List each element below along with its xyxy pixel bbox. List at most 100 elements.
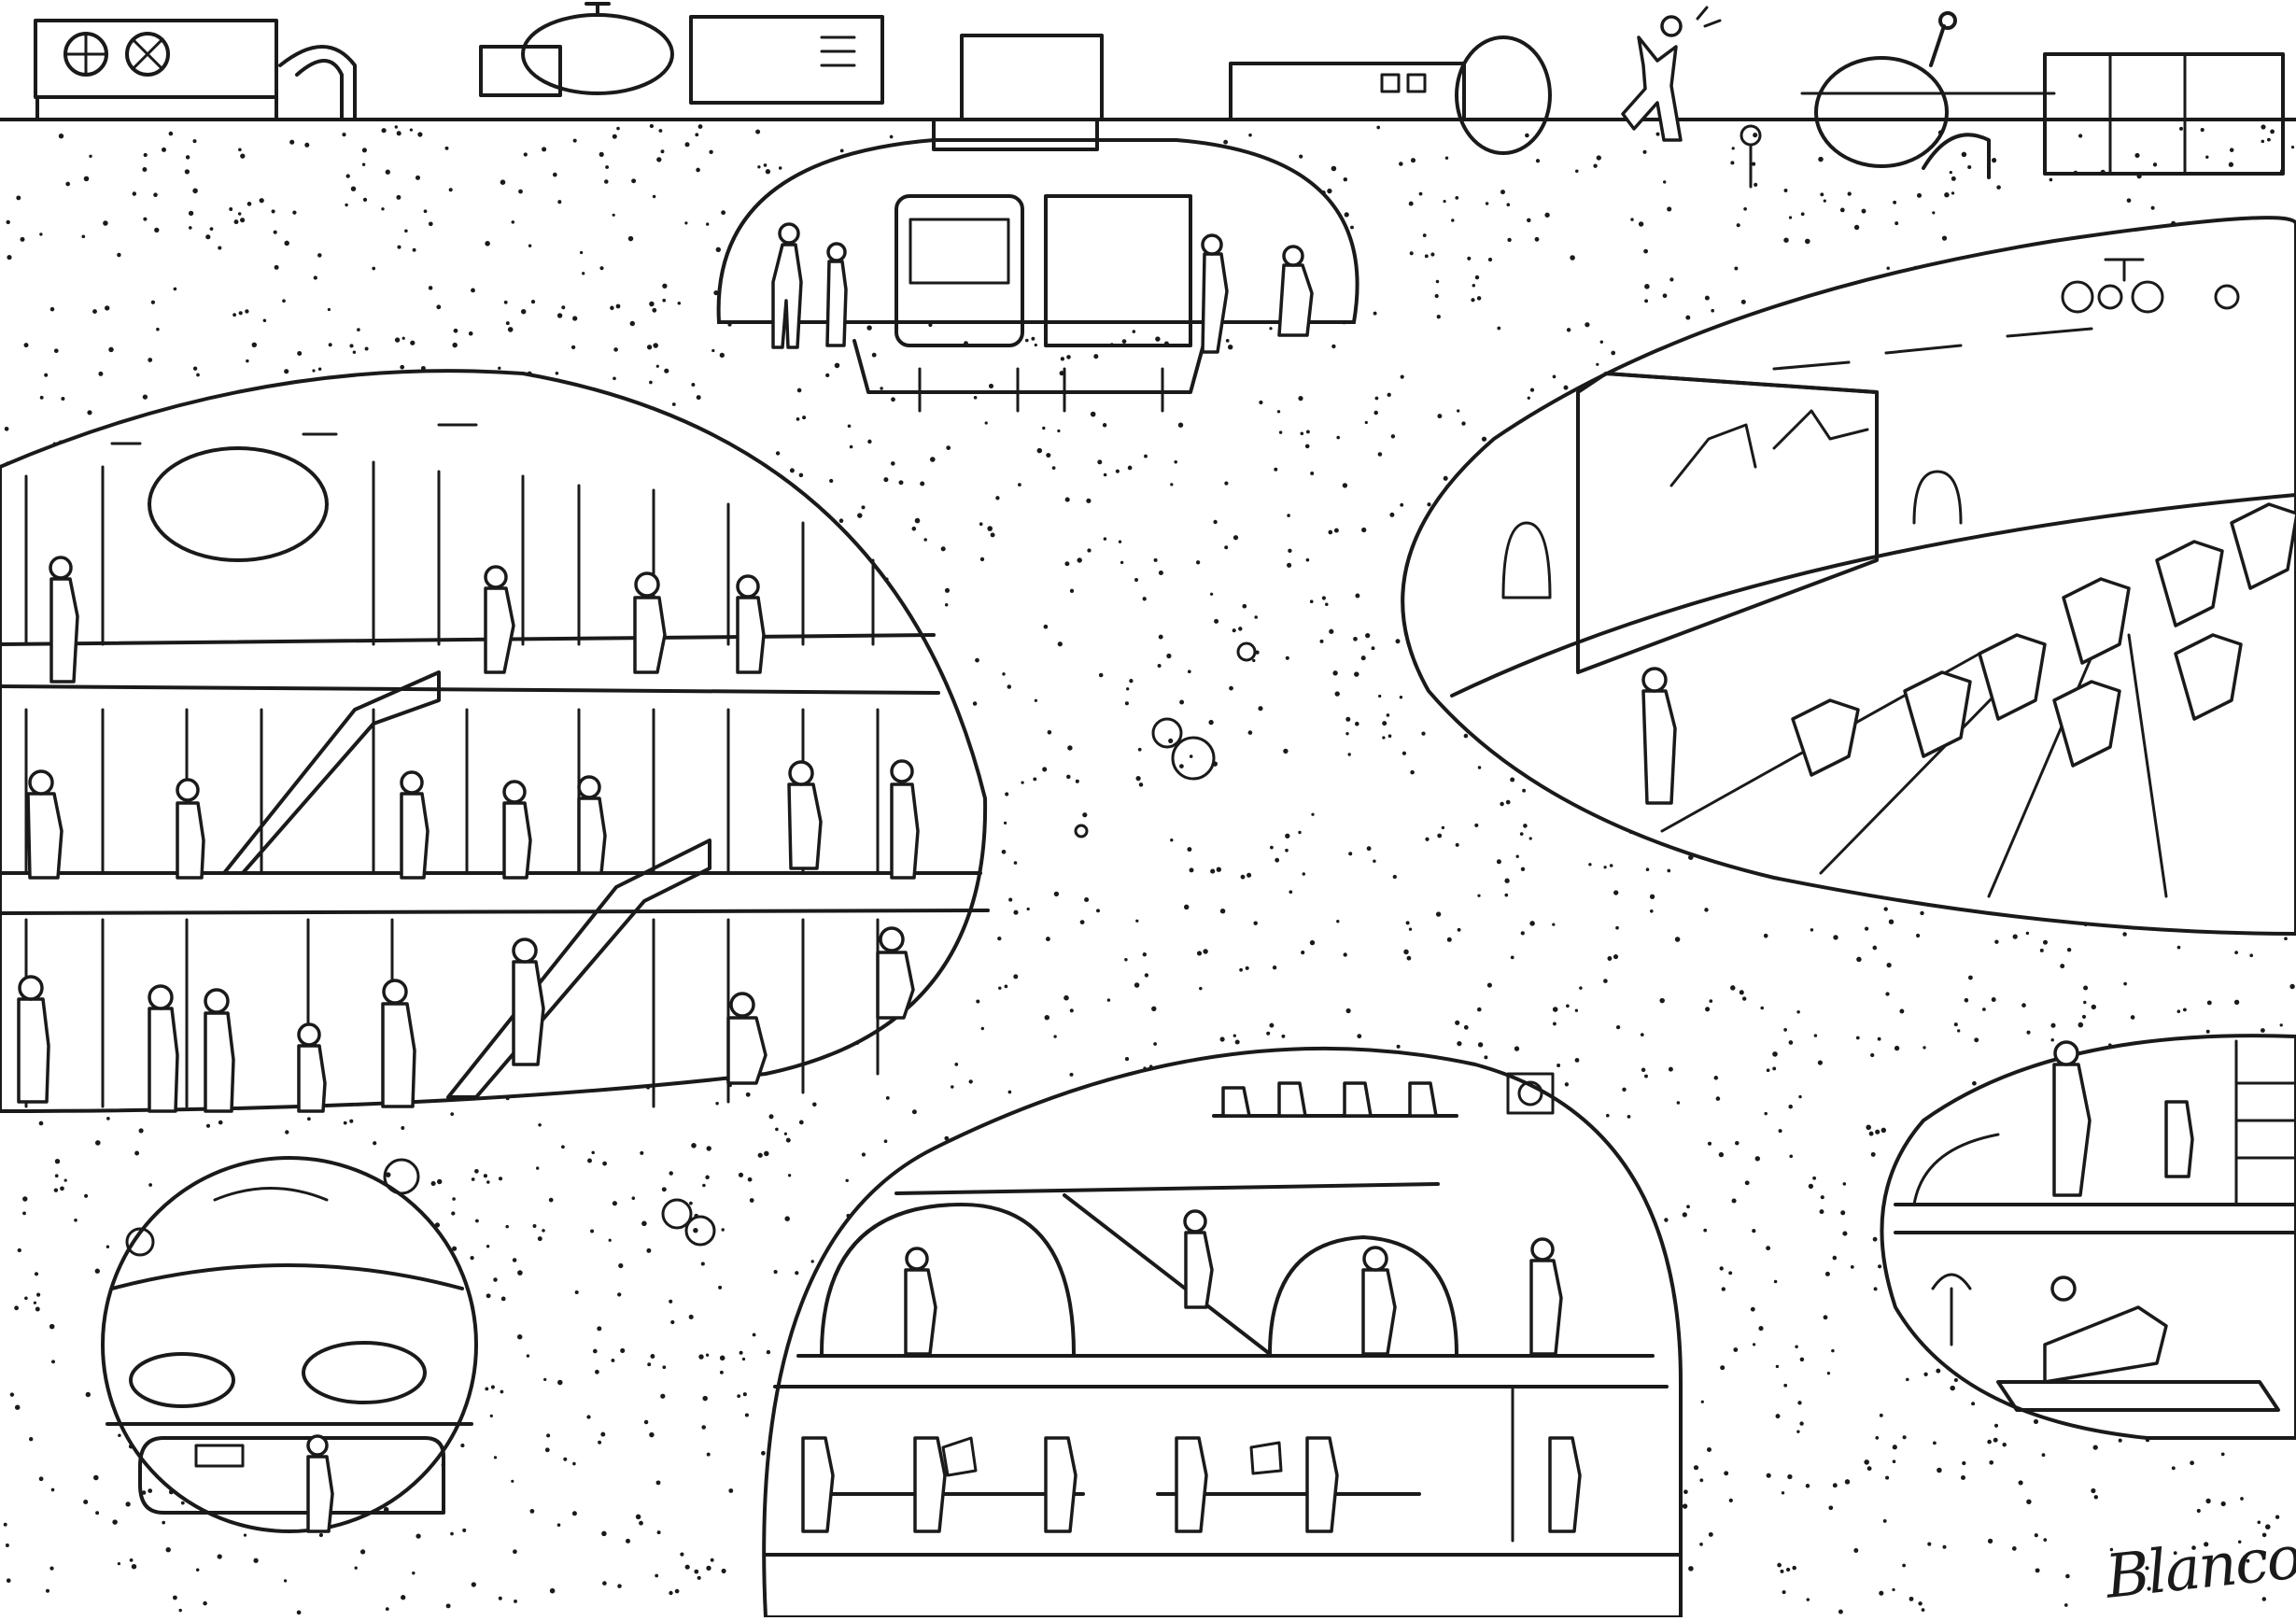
soil-dot: [1972, 1080, 1977, 1086]
soil-dot: [655, 364, 659, 368]
soil-dot: [671, 402, 676, 406]
soil-dot: [1210, 868, 1216, 874]
soil-dot: [1455, 1020, 1460, 1025]
soil-dot: [652, 194, 656, 199]
soil-dot: [2043, 1538, 2048, 1542]
soil-dot: [2026, 1499, 2032, 1505]
soil-dot: [1763, 933, 1768, 938]
soil-dot: [1842, 1182, 1847, 1186]
soil-dot: [1399, 696, 1403, 699]
soil-dot: [1534, 236, 1540, 242]
soil-dot: [1013, 861, 1018, 865]
soil-dot: [2233, 999, 2240, 1005]
soil-dot: [1354, 671, 1359, 677]
soil-dot: [649, 1431, 655, 1438]
soil-dot: [1053, 1035, 1057, 1038]
soil-dot: [2266, 137, 2271, 142]
soil-dot: [46, 1588, 49, 1593]
soil-dot: [976, 999, 980, 1004]
soil-dot: [627, 235, 634, 242]
soil-dot: [1968, 975, 1973, 980]
soil-dot: [1961, 151, 1967, 158]
residence-pod: [1880, 1034, 2296, 1440]
soil-dot: [1390, 434, 1396, 439]
soil-dot: [1057, 429, 1061, 433]
soil-dot: [891, 397, 895, 402]
soil-dot: [656, 1530, 661, 1535]
soil-dot: [1373, 859, 1376, 864]
soil-dot: [798, 472, 804, 478]
soil-dot: [452, 1246, 458, 1251]
soil-dot: [95, 1511, 100, 1515]
soil-dot: [1004, 984, 1008, 989]
soil-dot: [289, 139, 295, 145]
soil-dot: [1437, 833, 1443, 839]
soil-dot: [1434, 293, 1439, 299]
soil-dot: [1170, 483, 1174, 486]
soil-dot: [1782, 1590, 1786, 1595]
soil-dot: [1219, 908, 1226, 914]
soil-dot: [718, 1285, 723, 1290]
soil-dot: [1036, 447, 1043, 454]
soil-dot: [1842, 1231, 1848, 1236]
soil-dot: [444, 146, 449, 150]
soil-dot: [1888, 919, 1895, 924]
soil-dot: [1216, 867, 1221, 872]
soil-dot: [1077, 557, 1082, 563]
soil-dot: [605, 165, 610, 169]
soil-dot: [1961, 1475, 1965, 1480]
soil-dot: [1003, 821, 1007, 825]
soil-dot: [1788, 216, 1793, 219]
soil-dot: [98, 371, 104, 376]
soil-dot: [1743, 206, 1747, 211]
soil-dot: [1252, 658, 1256, 663]
soil-dot: [1328, 529, 1333, 535]
soil-dot: [980, 1026, 984, 1031]
soil-dot: [1775, 1364, 1780, 1369]
soil-dot: [129, 1558, 134, 1562]
soil-dot: [1342, 483, 1348, 488]
soil-dot: [246, 359, 249, 363]
soil-dot: [696, 167, 700, 173]
soil-dot: [134, 1150, 140, 1156]
soil-dot: [1613, 954, 1619, 960]
soil-dot: [2091, 1487, 2096, 1494]
soil-dot: [1599, 340, 1604, 344]
soil-dot: [1481, 436, 1487, 442]
soil-dot: [766, 1349, 771, 1355]
soil-dot: [1525, 133, 1529, 138]
soil-dot: [1345, 1008, 1351, 1014]
soil-dot: [313, 275, 317, 280]
soil-dot: [1627, 1115, 1631, 1119]
soil-dot: [1382, 736, 1386, 740]
soil-dot: [180, 1501, 185, 1505]
soil-dot: [1127, 465, 1133, 471]
mall-person: [502, 801, 532, 880]
soil-dot: [1189, 754, 1193, 758]
soil-dot: [923, 538, 927, 542]
soil-dot: [1993, 1423, 1999, 1428]
soil-dot: [1574, 1057, 1580, 1063]
soil-dot: [1754, 182, 1758, 187]
surface-capsule: [1814, 56, 1949, 168]
soil-dot: [1365, 632, 1371, 639]
soil-dot: [1285, 655, 1289, 660]
soil-dot: [1645, 867, 1650, 871]
soil-dot: [1132, 330, 1136, 333]
soil-dot: [1740, 299, 1746, 304]
soil-dot: [232, 313, 237, 317]
soil-dot: [1693, 1465, 1699, 1471]
soil-dot: [2260, 1028, 2265, 1033]
soil-dot: [1885, 992, 1890, 996]
soil-dot: [1005, 792, 1009, 796]
soil-dot: [600, 1431, 606, 1437]
soil-dot: [1477, 766, 1482, 769]
soil-dot: [409, 128, 414, 132]
soil-dot: [150, 300, 156, 304]
theatre-audience: [2230, 502, 2296, 590]
soil-dot: [2043, 939, 2048, 945]
soil-dot: [747, 1177, 753, 1182]
soil-dot: [2012, 934, 2018, 939]
soil-dot: [1847, 191, 1852, 196]
residence-bed: [1996, 1380, 2280, 1412]
